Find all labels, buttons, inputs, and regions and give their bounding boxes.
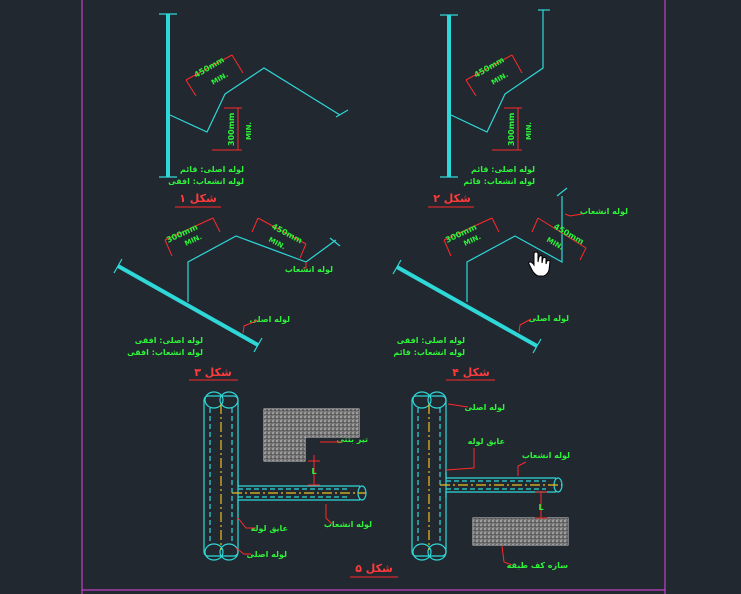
fig4-branch-pipe: [466, 196, 563, 302]
fig5-left-l: L: [311, 467, 316, 476]
fig1-note-line2: لوله انشعاب: افقی: [168, 177, 244, 186]
fig3-note-line2: لوله انشعاب: افقی: [127, 348, 203, 357]
fig5-right-l: L: [538, 503, 543, 512]
fig5-left-branch-pipe: [237, 480, 360, 487]
fig5-concrete-beam: [263, 408, 360, 462]
fig5-main-label: لوله اصلی: [247, 550, 288, 559]
fig2-dim-b-min: MIN.: [525, 122, 533, 140]
fig5-right-branch-label: لوله انشعاب: [522, 451, 570, 460]
fig1-dim-b: 300mm: [227, 113, 236, 146]
fig1-dim-b-min: MIN.: [245, 122, 253, 140]
fig5-branch-label: لوله انشعاب: [324, 520, 372, 529]
fig5-right-insulation-label: عایق لوله: [468, 437, 505, 446]
fig2-note-line2: لوله انشعاب: قائم: [463, 177, 535, 186]
fig4-main-label: لوله اصلی: [529, 314, 570, 323]
fig1-dim-a-line: [185, 54, 233, 81]
fig1-branch-pipe: [169, 67, 341, 133]
fig3-main-pipe: [117, 264, 259, 347]
fig5-floor-slab: [472, 517, 569, 546]
fig4-dim-b-line: [537, 217, 587, 249]
fig2-branch-pipe: [450, 10, 544, 133]
fig1-caption: شکل ۱: [179, 192, 217, 205]
fig3-dim-b-line: [257, 217, 307, 245]
fig4-note-line1: لوله اصلی: افقی: [397, 336, 465, 345]
figure-2: 450mm MIN. 300mm MIN. لوله اصلی: قائم لو…: [428, 9, 550, 208]
fig5-slab-label: سازه کف طبقه: [507, 561, 568, 570]
fig5-caption: شکل ۵: [355, 562, 393, 575]
fig5-insulation-label: عایق لوله: [251, 524, 288, 533]
fig3-caption: شکل ۳: [194, 366, 232, 379]
fig4-main-pipe: [396, 265, 538, 348]
fig3-main-label: لوله اصلی: [250, 315, 291, 324]
fig3-branch-pipe: [187, 235, 337, 302]
fig2-dim-a-line: [465, 54, 513, 81]
figure-5: تیر بتنی L عایق لوله لوله انشعاب لوله اص…: [203, 391, 570, 578]
fig4-caption: شکل ۴: [452, 366, 490, 379]
fig3-branch-label: لوله انشعاب: [285, 265, 333, 274]
fig1-note-line1: لوله اصلی: قائم: [180, 165, 244, 174]
fig4-note-line2: لوله انشعاب: قائم: [393, 348, 465, 357]
fig4-dim-a-line: [443, 217, 493, 241]
fig3-dim-a-line: [164, 217, 214, 241]
fig2-note-line1: لوله اصلی: قائم: [471, 165, 535, 174]
fig5-right-branch-pipe: [445, 472, 556, 479]
fig2-dim-b: 300mm: [507, 113, 516, 146]
fig4-branch-label: لوله انشعاب: [580, 207, 628, 216]
hand-cursor-icon: [528, 251, 551, 277]
fig2-caption: شکل ۲: [433, 192, 471, 205]
fig5-right-main-label: لوله اصلی: [465, 403, 506, 412]
fig3-note-line1: لوله اصلی: افقی: [135, 336, 203, 345]
fig5-beam-label: تیر بتنی: [336, 435, 368, 444]
